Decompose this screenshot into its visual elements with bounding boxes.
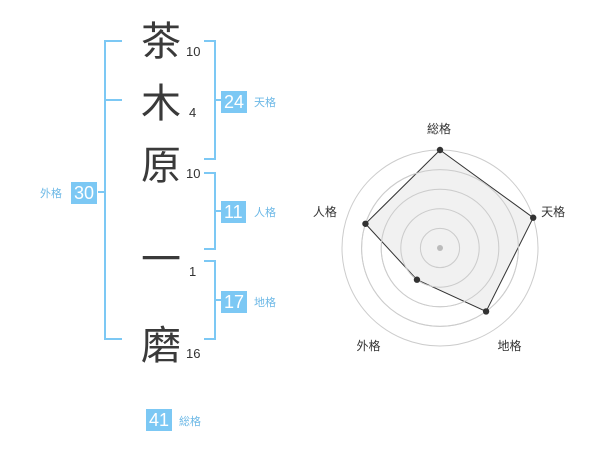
radar-ring-overlay-2: [400, 208, 480, 288]
stroke-count-3: 10: [186, 166, 201, 181]
radar-ring-overlay-4: [361, 169, 519, 327]
radar-point-4: [413, 276, 421, 283]
stroke-count-2: 4: [189, 105, 197, 120]
gaikaku-value-badge: 30: [71, 182, 98, 204]
radar-center-dot: [437, 245, 443, 251]
radar-ring-overlay-1: [419, 227, 461, 269]
radar-point-2: [530, 214, 537, 221]
tenkaku-value-badge: 24: [221, 91, 248, 113]
chikaku-label: 地格: [254, 296, 276, 309]
radar-axis-label-3: 地格: [497, 339, 522, 354]
gaikaku-label: 外格: [40, 187, 62, 200]
radar-axis-label-2: 天格: [541, 204, 566, 219]
soukaku-value-badge: 41: [146, 409, 173, 431]
radar-ring-overlay-3: [380, 188, 500, 308]
gaikaku-bracket: [104, 40, 122, 340]
name-char-1: 茶: [141, 19, 181, 65]
chikaku-bracket-tick: [216, 299, 222, 301]
gaikaku-bracket-tick: [98, 191, 104, 193]
radar-point-1: [436, 146, 444, 154]
stroke-count-1: 10: [186, 44, 201, 59]
name-char-3: 原: [141, 143, 181, 189]
name-char-4: 一: [141, 237, 181, 283]
tenkaku-label: 天格: [254, 96, 276, 109]
jinkaku-value-badge: 11: [221, 201, 246, 223]
jinkaku-label: 人格: [254, 206, 276, 219]
jinkaku-bracket-tick: [216, 210, 222, 212]
stroke-count-5: 16: [186, 346, 201, 361]
name-char-5: 磨: [141, 323, 181, 369]
radar-axis-label-4: 外格: [356, 339, 381, 354]
stroke-count-4: 1: [189, 264, 197, 279]
tenkaku-bracket: [204, 40, 216, 160]
jinkaku-bracket: [204, 172, 216, 250]
soukaku-label: 総格: [179, 415, 201, 428]
chikaku-bracket: [204, 260, 216, 340]
tenkaku-bracket-tick: [216, 99, 222, 101]
radar-point-3: [482, 308, 490, 315]
chikaku-value-badge: 17: [221, 291, 248, 313]
radar-axis-label-5: 人格: [312, 204, 337, 219]
radar-point-5: [362, 220, 369, 227]
name-char-2: 木: [141, 81, 181, 127]
gaikaku-bracket-mid-tick: [106, 99, 122, 101]
radar-axis-label-1: 総格: [427, 122, 452, 136]
